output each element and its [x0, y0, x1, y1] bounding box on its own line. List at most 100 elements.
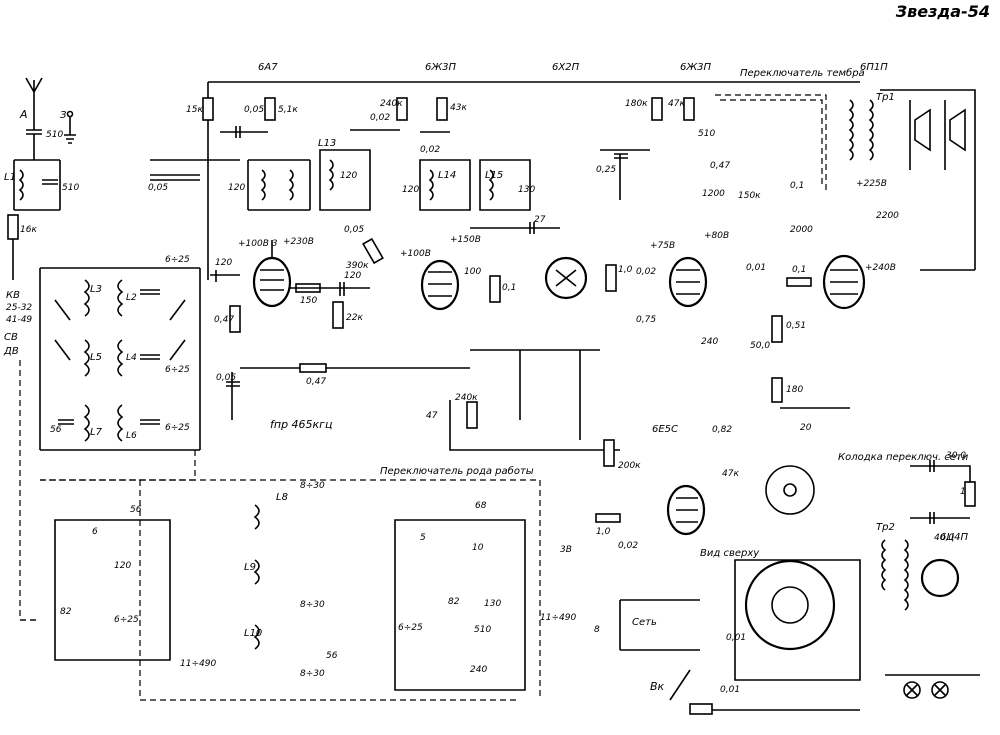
tube-6zh3p-if — [420, 259, 460, 311]
svg-text:L13: L13 — [318, 138, 336, 149]
tube-6e5s — [666, 484, 706, 536]
svg-text:L8: L8 — [276, 492, 288, 503]
input-coil-block: L3 L5 L7 L2 L4 L6 6÷25 6÷25 6÷25 56 — [39, 255, 201, 451]
svg-text:6÷25: 6÷25 — [114, 615, 139, 625]
svg-text:0,47: 0,47 — [214, 315, 234, 325]
svg-text:6÷25: 6÷25 — [165, 365, 190, 375]
svg-text:0,05: 0,05 — [244, 105, 264, 115]
top-view-label: Вид сверху — [700, 548, 760, 559]
svg-text:82: 82 — [448, 597, 460, 607]
tube-label-6a7: 6А7 — [258, 62, 278, 73]
tube-6a7: +100В 3 — [238, 239, 292, 308]
svg-text:390к: 390к — [346, 261, 369, 271]
svg-text:240к: 240к — [380, 99, 403, 109]
svg-text:А: А — [19, 108, 28, 121]
svg-text:510: 510 — [698, 129, 715, 139]
bandspread-section: 68 5 10 82 130 6÷25 510 240 11÷490 8 — [394, 501, 600, 691]
tube-label-6kh2p: 6Х2П — [552, 62, 580, 73]
svg-text:25-32: 25-32 — [6, 303, 32, 313]
tube-label-6ts4p: 6Ц4П — [940, 532, 968, 543]
svg-text:+150В: +150В — [450, 235, 481, 245]
svg-text:47: 47 — [426, 411, 438, 421]
svg-text:120: 120 — [344, 271, 361, 281]
svg-text:СВ: СВ — [4, 332, 18, 343]
svg-text:120: 120 — [114, 561, 131, 571]
tube-label-6zh3p-2: 6Ж3П — [680, 62, 711, 73]
svg-text:130: 130 — [518, 185, 535, 195]
svg-text:47к: 47к — [722, 469, 739, 479]
svg-text:11÷490: 11÷490 — [180, 659, 216, 669]
svg-text:120: 120 — [215, 258, 232, 268]
svg-text:2200: 2200 — [876, 211, 899, 221]
svg-text:L15: L15 — [485, 170, 503, 181]
svg-text:510: 510 — [474, 625, 491, 635]
svg-text:+100В: +100В — [400, 249, 431, 259]
if-frequency-label: fпр 465кгц — [270, 418, 332, 431]
svg-text:+80В: +80В — [704, 231, 729, 241]
svg-text:240к: 240к — [455, 393, 478, 403]
svg-text:2000: 2000 — [790, 225, 813, 235]
svg-text:5: 5 — [420, 533, 426, 543]
svg-text:6÷25: 6÷25 — [165, 255, 190, 265]
tube-label-6e5s: 6Е5С — [652, 424, 678, 435]
svg-text:0,47: 0,47 — [710, 161, 730, 171]
svg-text:40,0: 40,0 — [934, 533, 954, 543]
tube-6p1p — [822, 254, 866, 310]
svg-text:L2: L2 — [126, 293, 137, 303]
svg-text:8÷30: 8÷30 — [300, 481, 325, 491]
svg-text:11÷490: 11÷490 — [540, 613, 576, 623]
svg-text:0,02: 0,02 — [618, 541, 638, 551]
svg-text:ДВ: ДВ — [3, 346, 19, 357]
svg-text:0,05: 0,05 — [344, 225, 364, 235]
svg-text:6÷25: 6÷25 — [165, 423, 190, 433]
svg-text:L9: L9 — [244, 562, 256, 573]
svg-text:120: 120 — [402, 185, 419, 195]
svg-text:8÷30: 8÷30 — [300, 600, 325, 610]
svg-text:0,82: 0,82 — [712, 425, 732, 435]
svg-text:0,1: 0,1 — [790, 181, 804, 191]
svg-text:3В: 3В — [560, 545, 572, 555]
tube-label-6zh3p-1: 6Ж3П — [425, 62, 456, 73]
svg-text:+225В: +225В — [856, 179, 887, 189]
svg-text:6÷25: 6÷25 — [398, 623, 423, 633]
svg-text:0,01: 0,01 — [720, 685, 740, 695]
svg-text:120: 120 — [228, 183, 245, 193]
svg-text:0,25: 0,25 — [596, 165, 616, 175]
svg-text:20: 20 — [800, 423, 812, 433]
mains-block-label-1: Колодка переключ. сети — [838, 452, 969, 463]
mode-switch-label: Переключатель рода работы — [380, 465, 534, 477]
svg-text:0,51: 0,51 — [786, 321, 806, 331]
oscillator-section: 56 6 120 82 6÷25 11÷490 — [54, 505, 216, 669]
svg-text:Тр2: Тр2 — [876, 522, 895, 533]
svg-text:0,1: 0,1 — [792, 265, 806, 275]
svg-text:240: 240 — [701, 337, 718, 347]
svg-text:68: 68 — [475, 501, 487, 511]
svg-text:16к: 16к — [20, 225, 37, 235]
svg-text:27: 27 — [534, 215, 546, 225]
svg-text:0,01: 0,01 — [746, 263, 766, 273]
svg-text:8: 8 — [594, 625, 600, 635]
svg-text:56: 56 — [50, 425, 62, 435]
tone-switch-label: Переключатель тембра — [740, 67, 865, 79]
svg-text:510: 510 — [62, 183, 79, 193]
svg-text:+240В: +240В — [865, 263, 896, 273]
svg-text:0,02: 0,02 — [420, 145, 440, 155]
svg-text:5,1к: 5,1к — [278, 105, 298, 115]
svg-text:130: 130 — [484, 599, 501, 609]
svg-text:L3: L3 — [90, 284, 102, 295]
svg-text:L6: L6 — [126, 431, 137, 441]
svg-text:1200: 1200 — [702, 189, 725, 199]
svg-text:56: 56 — [326, 651, 338, 661]
svg-text:0,75: 0,75 — [636, 315, 656, 325]
svg-text:50,0: 50,0 — [750, 341, 770, 351]
local-oscillator-coils: L8 L9 L10 8÷30 8÷30 8÷30 56 — [244, 481, 338, 679]
schematic-title: Звезда-54 — [895, 2, 990, 21]
svg-text:L5: L5 — [90, 352, 102, 363]
svg-text:1,0: 1,0 — [596, 527, 611, 537]
svg-text:41-49: 41-49 — [6, 315, 32, 325]
antenna-symbol: А З — [19, 77, 76, 144]
mains-selector-socket — [744, 559, 836, 651]
svg-text:0,01: 0,01 — [726, 633, 746, 643]
svg-text:0,02: 0,02 — [370, 113, 390, 123]
svg-text:+75В: +75В — [650, 241, 675, 251]
